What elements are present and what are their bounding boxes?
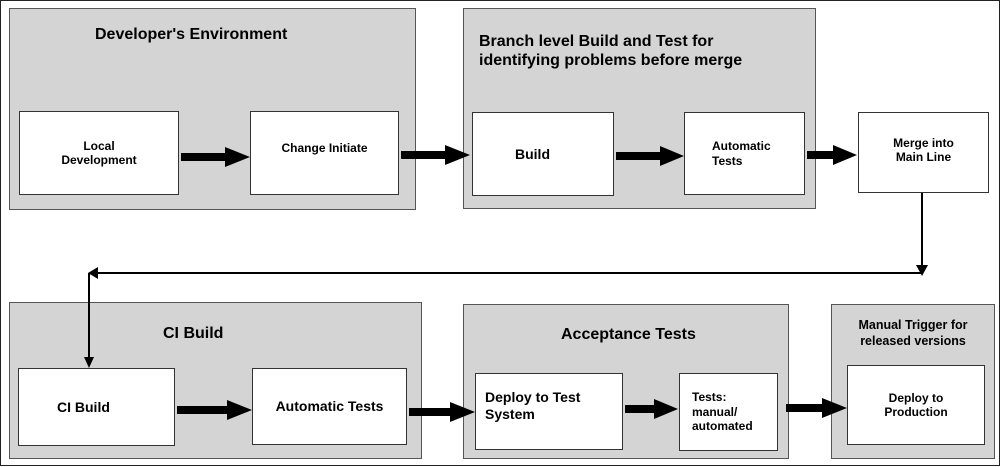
group-title-ci-build: CI Build bbox=[163, 325, 224, 342]
node-local-development: Local Development bbox=[19, 111, 179, 195]
node-deploy-production: Deploy to Production bbox=[847, 365, 985, 445]
node-label-build: Build bbox=[515, 145, 550, 162]
group-title-branch-build-test: Branch level Build and Test for identify… bbox=[479, 33, 743, 70]
group-title-developers-environment: Developer's Environment bbox=[95, 26, 288, 43]
node-label-ci-build: CI Build bbox=[57, 398, 110, 415]
node-ci-build: CI Build bbox=[18, 368, 175, 446]
node-label-deploy-production: Deploy to Production bbox=[884, 390, 948, 419]
node-label-automatic-tests-branch: Automatic Tests bbox=[712, 139, 771, 168]
node-tests-manual-automated: Tests: manual/ automated bbox=[679, 373, 778, 451]
node-label-local-development: Local Development bbox=[61, 138, 137, 167]
node-change-initiate: Change Initiate bbox=[250, 111, 399, 195]
group-title-manual-trigger: Manual Trigger for released versions bbox=[858, 318, 968, 349]
group-title-acceptance-tests: Acceptance Tests bbox=[561, 326, 696, 343]
node-label-deploy-test-system: Deploy to Test System bbox=[485, 389, 581, 422]
node-automatic-tests-branch: Automatic Tests bbox=[684, 112, 805, 195]
node-merge-main-line: Merge into Main Line bbox=[858, 112, 989, 193]
node-automatic-tests-ci: Automatic Tests bbox=[252, 368, 407, 445]
node-label-change-initiate: Change Initiate bbox=[281, 141, 368, 155]
node-label-merge-main-line: Merge into Main Line bbox=[893, 136, 954, 165]
node-label-tests-manual-automated: Tests: manual/ automated bbox=[692, 390, 753, 434]
node-build: Build bbox=[472, 112, 614, 196]
node-label-automatic-tests-ci: Automatic Tests bbox=[275, 398, 384, 415]
node-deploy-test-system: Deploy to Test System bbox=[475, 373, 623, 450]
